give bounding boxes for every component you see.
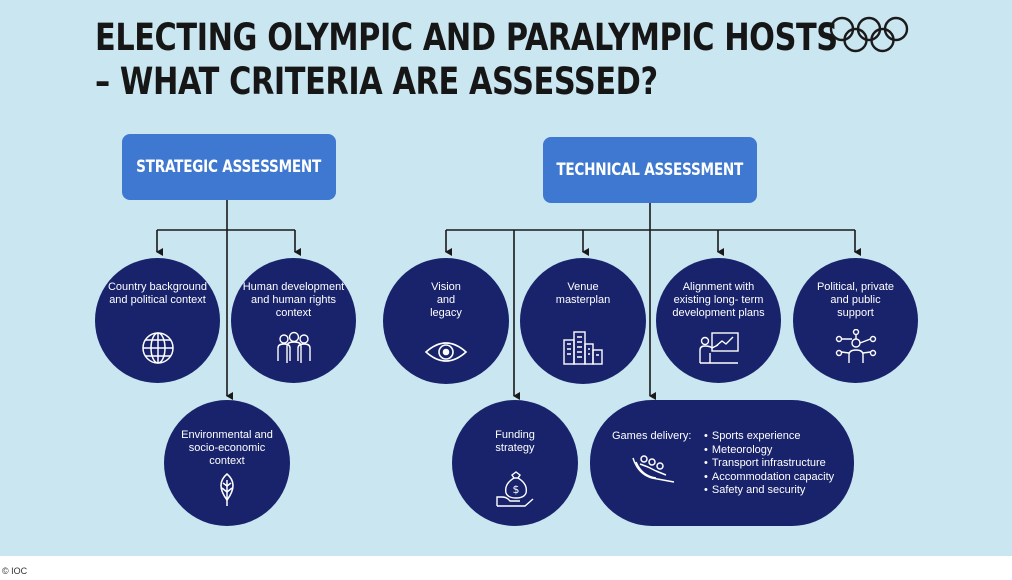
criterion-label: Venue masterplan [555, 281, 611, 306]
criterion-label: Alignment with existing long- term devel… [672, 281, 765, 319]
money-bag-hand-icon: $ [496, 471, 534, 507]
criterion-label: Political, private and public support [816, 281, 895, 319]
criterion-venue-masterplan: Venue masterplan [520, 258, 646, 384]
criterion-label: Funding strategy [495, 429, 535, 454]
criterion-human-development: Human development and human rights conte… [231, 258, 356, 383]
leaf-icon [220, 473, 234, 506]
list-item: Transport infrastructure [704, 457, 834, 471]
list-item: Sports experience [704, 430, 834, 444]
infographic-panel: ELECTING OLYMPIC AND PARALYMPIC HOSTS – … [0, 0, 1012, 556]
criterion-label: Country background and political context [107, 281, 208, 306]
technical-assessment-box: TECHNICAL ASSESSMENT [543, 137, 757, 203]
title-line-2: – WHAT CRITERIA ARE ASSESSED? [95, 60, 658, 103]
criterion-funding-strategy: Funding strategy $ [452, 400, 578, 526]
network-people-icon [835, 329, 876, 363]
bobsleigh-icon [632, 455, 675, 483]
strategic-assessment-box: STRATEGIC ASSESSMENT [122, 134, 336, 200]
connector-lines [156, 200, 861, 400]
criterion-label: Environmental and socio-economic context [181, 429, 273, 467]
eye-icon [424, 342, 468, 362]
copyright-credit: © IOC [2, 566, 28, 576]
list-item: Meteorology [704, 444, 834, 458]
games-delivery-list: Sports experience Meteorology Transport … [704, 430, 834, 498]
globe-icon [141, 332, 174, 364]
olympic-rings-icon [829, 16, 909, 53]
games-delivery-label: Games delivery: [612, 430, 692, 442]
criterion-country-background: Country background and political context [95, 258, 220, 383]
title-line-1: ELECTING OLYMPIC AND PARALYMPIC HOSTS [95, 16, 838, 59]
list-item: Accommodation capacity [704, 471, 834, 485]
svg-text:$: $ [513, 483, 520, 496]
criterion-label: Human development and human rights conte… [242, 281, 345, 319]
city-buildings-icon [563, 331, 603, 365]
criterion-label: Vision and legacy [430, 281, 462, 319]
people-group-icon [276, 331, 311, 363]
strategic-assessment-heading: STRATEGIC ASSESSMENT [136, 157, 322, 177]
games-delivery-pill: Games delivery: Sports experience Meteor… [590, 400, 854, 526]
criterion-alignment-plans: Alignment with existing long- term devel… [656, 258, 781, 383]
criterion-vision-legacy: Vision and legacy [383, 258, 509, 384]
criterion-environmental: Environmental and socio-economic context [164, 400, 290, 526]
list-item: Safety and security [704, 484, 834, 498]
criterion-political-support: Political, private and public support [793, 258, 918, 383]
presentation-board-icon [698, 332, 739, 364]
technical-assessment-heading: TECHNICAL ASSESSMENT [556, 160, 744, 180]
